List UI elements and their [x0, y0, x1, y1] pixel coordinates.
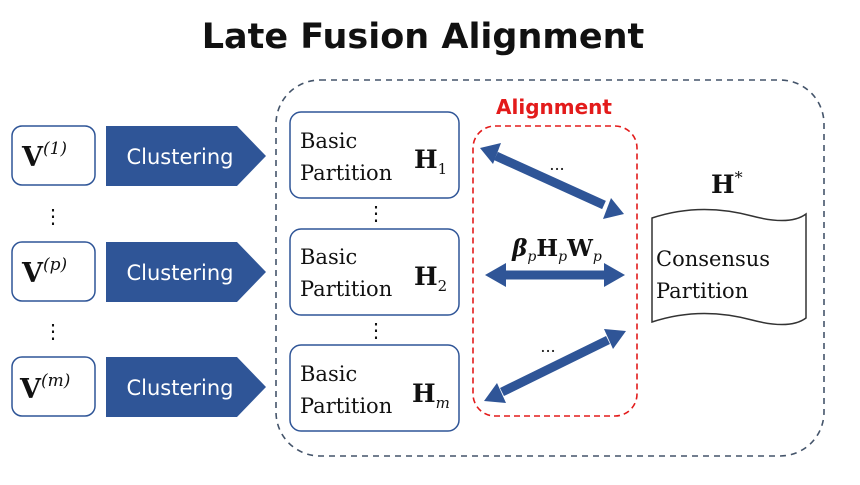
clustering-arrow-1: Clustering — [106, 126, 266, 186]
partition-line2: Partition — [300, 161, 392, 185]
view-box-p: V(p) — [11, 241, 96, 302]
partition-box-m: Basic Partition Hm — [289, 344, 460, 432]
alignment-formula: βpHpWp — [511, 235, 602, 265]
partition-symbol: H — [414, 145, 438, 174]
alignment-label: Alignment — [496, 95, 612, 119]
partition-subscript: 2 — [438, 277, 448, 295]
partition-box-2: Basic Partition H2 — [289, 228, 460, 316]
consensus-line1: Consensus — [656, 247, 770, 271]
view-box-1: V(1) — [11, 125, 96, 186]
partition-box-1: Basic Partition H1 — [289, 111, 460, 199]
consensus-symbol: H* — [711, 168, 743, 199]
clustering-label: Clustering — [126, 145, 233, 169]
clustering-label: Clustering — [126, 261, 233, 285]
alignment-box — [472, 125, 638, 417]
svg-text:V(m): V(m) — [19, 371, 70, 405]
svg-text:V(p): V(p) — [21, 255, 67, 289]
partition-line1: Basic — [300, 129, 357, 153]
partition-line1: Basic — [300, 362, 357, 386]
view-superscript: (1) — [43, 139, 67, 159]
alignment-arrow-bottom — [484, 329, 626, 403]
consensus-line2: Partition — [656, 279, 748, 303]
partition-dots-1: ⋮ — [366, 201, 386, 225]
partition-line2: Partition — [300, 394, 392, 418]
partition-symbol: H — [414, 262, 438, 291]
view-symbol: V — [19, 374, 42, 405]
view-dots-1: ⋮ — [43, 204, 63, 228]
alignment-arrow-top — [480, 143, 624, 219]
ellipsis-top: ... — [549, 155, 564, 174]
view-symbol: V — [21, 142, 44, 173]
svg-text:V(1): V(1) — [21, 139, 67, 173]
view-box-m: V(m) — [11, 356, 96, 417]
svg-text:H1: H1 — [414, 145, 447, 178]
late-fusion-container — [275, 79, 825, 457]
partition-symbol: H — [412, 379, 436, 408]
diagram-title: Late Fusion Alignment — [202, 17, 645, 57]
partition-line2: Partition — [300, 277, 392, 301]
partition-subscript: 1 — [438, 160, 448, 178]
partition-line1: Basic — [300, 245, 357, 269]
clustering-arrow-m: Clustering — [106, 357, 266, 417]
clustering-arrow-p: Clustering — [106, 242, 266, 302]
view-dots-2: ⋮ — [43, 319, 63, 343]
view-symbol: V — [21, 258, 44, 289]
view-superscript: (m) — [41, 371, 70, 391]
ellipsis-bottom: ... — [540, 337, 555, 356]
consensus-partition-shape: Consensus Partition — [651, 208, 807, 326]
partition-subscript: m — [436, 394, 450, 412]
svg-text:Hm: Hm — [412, 379, 450, 412]
clustering-label: Clustering — [126, 376, 233, 400]
alignment-arrow-middle — [485, 263, 625, 287]
view-superscript: (p) — [43, 255, 67, 275]
partition-dots-2: ⋮ — [366, 318, 386, 342]
svg-text:H2: H2 — [414, 262, 447, 295]
